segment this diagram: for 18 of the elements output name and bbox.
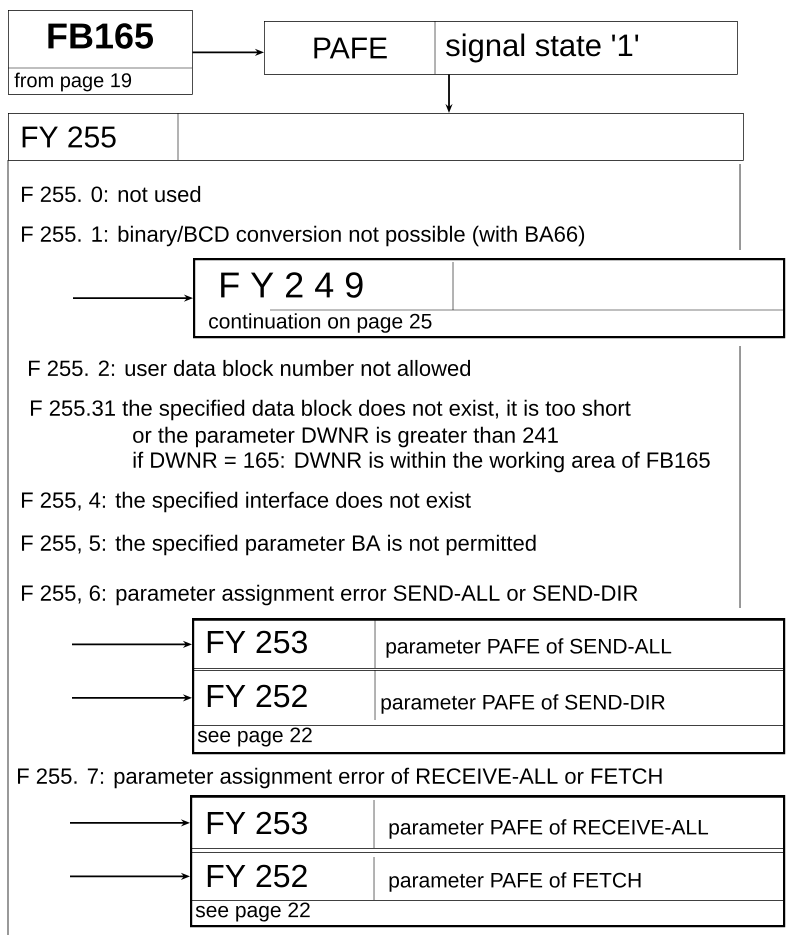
block-box: F Y 2 4 9 continuation on page 25 [193, 258, 786, 338]
note-text: F 255, 6: parameter assignment error SEND-ALL or SEND-DIR [22, 584, 638, 606]
block-box: PAFE signal state '1' [264, 20, 738, 75]
note-text: F 255, 5: the specified parameter BA is not permitted [22, 534, 536, 556]
row-box: FY 253 parameter PAFE of SEND-ALL [192, 620, 784, 669]
note-text: if DWNR = 165: DWNR is within the working area of FB165 [134, 452, 710, 472]
row-box: FY 253 parameter PAFE of RECEIVE-ALL [190, 797, 784, 849]
note-text: F 255.31 the specified data block does not exist, it is too short [31, 400, 631, 420]
block-box: FY 255 [8, 112, 744, 161]
note-text: F 255. 0: not used [22, 186, 200, 202]
note-text: F 255. 7: parameter assignment error of RECEIVE-ALL or FETCH [18, 768, 662, 788]
note-text: F 255. 2: user data block number not allowed [29, 360, 470, 376]
block-box: FB165 from page 19 [8, 10, 193, 95]
note-text: or the parameter DWNR is greater than 241 [133, 426, 558, 448]
row-box: FY 252 parameter PAFE of SEND-DIR [192, 670, 784, 726]
row-box: FY 252 parameter PAFE of FETCH [190, 852, 784, 901]
note-text: F 255. 1: binary/BCD conversion not possible (with BA66) [22, 226, 584, 246]
note-text: F 255, 4: the specified interface does not exist [22, 492, 471, 512]
